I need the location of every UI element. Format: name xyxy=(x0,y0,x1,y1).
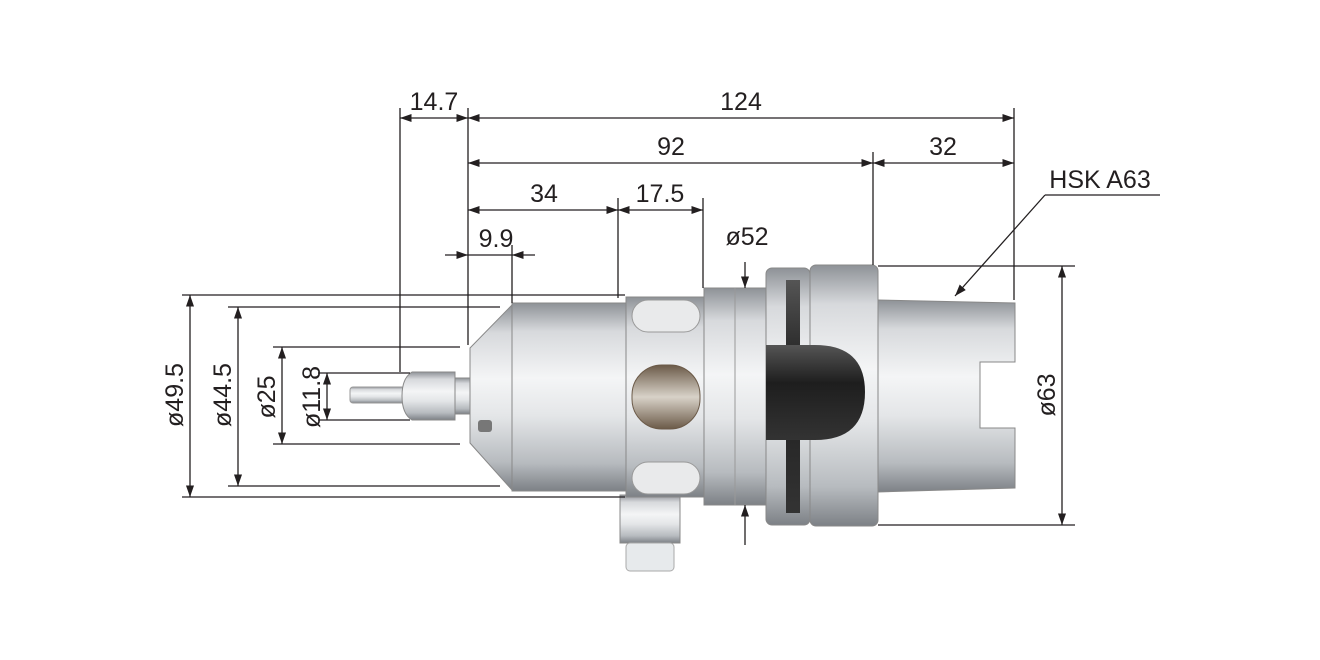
dim-92: 92 xyxy=(657,133,685,161)
hsk-shank xyxy=(877,299,1016,493)
dimension-lines xyxy=(182,108,1160,545)
dim-32: 32 xyxy=(929,133,957,161)
dim-17-5: 17.5 xyxy=(636,180,685,208)
tool-holder-image xyxy=(349,264,1016,572)
dim-phi63: ø63 xyxy=(1033,373,1061,416)
dim-phi25: ø25 xyxy=(253,375,281,418)
collet-nut xyxy=(401,371,456,421)
collet-neck xyxy=(454,377,472,415)
dim-14-7: 14.7 xyxy=(410,88,459,116)
dim-9-9: 9.9 xyxy=(479,225,514,253)
dim-phi44-5: ø44.5 xyxy=(209,363,237,427)
tool-pin xyxy=(349,386,406,404)
spindle-cone xyxy=(469,303,513,492)
air-fitting-sleeve xyxy=(625,542,675,572)
upper-slot xyxy=(631,299,701,333)
dim-phi49-5: ø49.5 xyxy=(161,363,189,427)
dim-phi52: ø52 xyxy=(725,223,768,251)
air-fitting xyxy=(619,494,681,544)
spindle-body xyxy=(511,302,627,492)
hsk-callout: HSK A63 xyxy=(1049,166,1150,194)
middle-slot xyxy=(631,364,701,430)
dim-phi11-8: ø11.8 xyxy=(298,366,326,428)
dim-34: 34 xyxy=(530,180,558,208)
lower-slot xyxy=(631,461,701,495)
dim-124: 124 xyxy=(720,88,762,116)
nose-hole xyxy=(478,420,492,432)
dark-dome xyxy=(766,345,865,440)
